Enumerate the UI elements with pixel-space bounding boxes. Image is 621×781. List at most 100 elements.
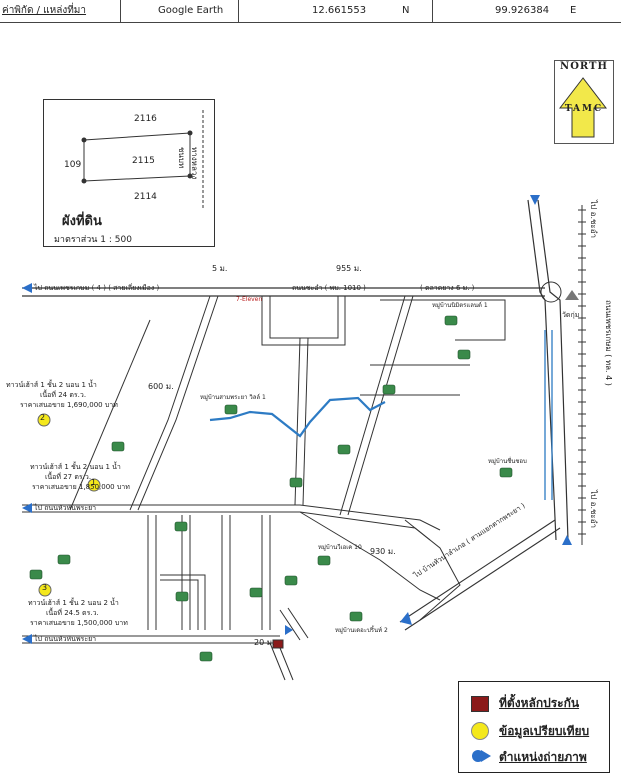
map-legend: ที่ตั้งหลักประกัน ข้อมูลเปรียบเทียบ ตำแห… — [458, 681, 610, 773]
parcel-corner — [81, 178, 87, 184]
inset-scale: มาตราส่วน 1 : 500 — [54, 235, 132, 245]
middle-road — [22, 504, 441, 531]
dist-label: 5 ม. — [212, 264, 228, 273]
roundabout — [540, 281, 562, 303]
divider — [238, 0, 239, 22]
village-block — [160, 574, 206, 630]
north-parcel-label: 2116 — [134, 114, 157, 124]
soi — [302, 337, 309, 506]
soi — [294, 337, 301, 506]
road-label: ไป ถนนหัวหินพระยา — [34, 504, 97, 512]
access-road — [279, 607, 309, 641]
village-icon — [289, 477, 303, 488]
village-icon — [29, 569, 43, 580]
legend-photo: ตำแหน่งถ่ายภาพ — [499, 750, 587, 764]
village-icon — [284, 575, 298, 586]
comparable-legend-swatch — [471, 722, 489, 740]
soi-diagonal — [339, 295, 406, 516]
village-icon — [57, 554, 71, 565]
village-icon — [199, 651, 213, 662]
comparable-1-title: ทาวน์เฮ้าส์ 1 ชั้น 2 นอน 1 น้ำ — [30, 463, 121, 471]
highway-label: ไป อ.ชะอำ — [589, 490, 598, 529]
village-block — [269, 296, 339, 339]
arrow-down-highway — [562, 535, 572, 545]
village-label: หมู่บ้านสามพระยา วิลล์ 1 — [200, 394, 266, 401]
longitude-unit: E — [570, 5, 577, 16]
temple-icon — [565, 290, 579, 300]
header-bar: ค่าพิกัด / แหล่งที่มา Google Earth 12.66… — [0, 0, 621, 23]
village-icon — [249, 587, 263, 598]
village-label: หมู่บ้านวีเอเค 10 — [318, 544, 362, 551]
road — [404, 519, 461, 621]
stream — [209, 396, 386, 438]
village-icon — [224, 404, 238, 415]
road-bottom-right — [404, 527, 561, 631]
temple-label: วัดกุ่ม — [562, 311, 580, 319]
arrow-bottom-right — [400, 612, 412, 625]
village-icon — [444, 315, 458, 326]
comparable-marker-1 — [87, 478, 101, 492]
highway-label: ถนนเพชรเกษม ( ทล. 4 ) — [604, 300, 613, 386]
comparable-3-area: เนื้อที่ 24.5 ตร.ว. — [46, 609, 99, 617]
village-soi — [147, 515, 271, 630]
photo-arrow-icon — [471, 748, 493, 768]
longitude-value: 99.926384 — [495, 5, 550, 16]
east-road-label: ทางหลวงชนบท — [177, 147, 199, 180]
dist-label: 930 ม. — [370, 547, 396, 556]
highway-line — [537, 199, 569, 541]
canal — [544, 330, 553, 500]
inset-title: ผังที่ดิน — [62, 214, 102, 229]
inset-plot: 2116 2115 109 2114 ทางหลวงชนบท ผังที่ดิน… — [43, 99, 215, 247]
photo-position-icon — [285, 625, 293, 635]
shop-label: 7-Eleven — [236, 296, 263, 303]
north-label: NORTH — [560, 61, 608, 72]
village-icon — [499, 467, 513, 478]
village-icon — [175, 591, 189, 602]
highway-line — [527, 199, 557, 541]
north-arrow-box: NORTH TAMC — [554, 60, 614, 144]
village-block — [380, 299, 506, 341]
middle-road — [22, 511, 431, 541]
divider — [120, 0, 121, 22]
dist-label: 20 ม. — [254, 638, 275, 647]
village-icon — [337, 444, 351, 455]
divider — [432, 0, 433, 22]
marker-1-label: 1 — [91, 478, 97, 487]
dist-label: 955 ม. — [336, 264, 362, 273]
south-parcel-label: 2114 — [134, 192, 157, 202]
arrow-left-top — [22, 283, 32, 293]
railway-ties — [578, 209, 586, 535]
comparable-3-price: ราคาเสนอขาย 1,500,000 บาท — [30, 619, 128, 627]
village-icon — [349, 611, 363, 622]
parcel-drawing — [83, 110, 204, 210]
diagonal-road — [69, 319, 151, 511]
access-road — [269, 642, 294, 681]
parcel-corner — [187, 173, 193, 179]
source-label: Google Earth — [158, 5, 224, 16]
village-label: หมู่บ้านเดอะปริ้นท์ 2 — [335, 627, 388, 634]
road-bottom-right — [399, 519, 556, 623]
north-arrow-shape — [558, 77, 608, 138]
village-block — [261, 296, 346, 346]
road-label: ถนนชะอำ ( พบ. 1010 ) — [292, 284, 366, 292]
dist-label: 600 ม. — [148, 382, 174, 391]
latitude-value: 12.661553 — [312, 5, 367, 16]
road-label: ไป ถนนเพชรเกษม ( 4 ) ( สายเลี่ยงเมือง ) — [34, 284, 160, 292]
road-label: ( ตลาดยาง 6 ม. ) — [420, 284, 475, 292]
parcel-corner — [81, 137, 87, 143]
arrow-left-bottom — [22, 634, 32, 644]
comparable-marker-3 — [38, 583, 52, 597]
collateral-marker — [272, 639, 284, 649]
village-label: หมู่บ้านชื่นชอบ — [488, 458, 527, 465]
village-icon — [382, 384, 396, 395]
village-icon — [174, 521, 188, 532]
latitude-unit: N — [402, 5, 410, 16]
parcel-number: 2115 — [132, 156, 155, 166]
road — [299, 511, 441, 601]
arrow-up-highway — [530, 195, 540, 205]
legend-comparables: ข้อมูลเปรียบเทียบ — [499, 724, 590, 738]
marker-2-label: 2 — [40, 413, 46, 422]
location-label: ค่าพิกัด / แหล่งที่มา — [2, 5, 87, 16]
arrow-left-mid — [22, 503, 32, 513]
